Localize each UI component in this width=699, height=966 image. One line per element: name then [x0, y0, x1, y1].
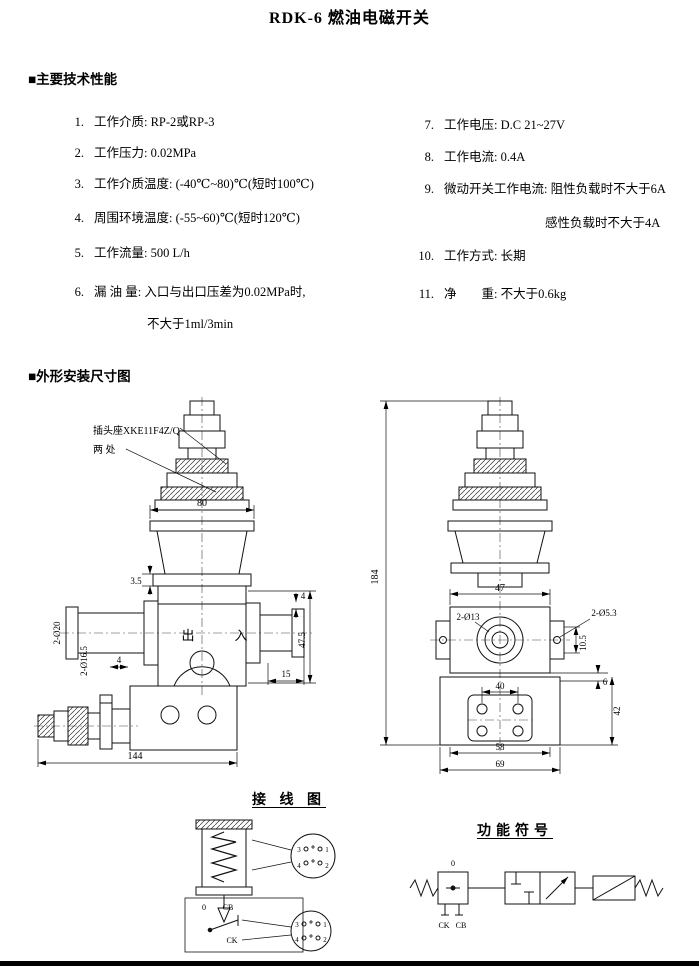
dim-6: 6 [603, 677, 608, 687]
spec-item-1: 1. 工作介质: RP-2或RP-3 [58, 111, 215, 130]
wiring-heading: 接 线 图 [252, 793, 326, 808]
function-symbol: 0 CK CB [409, 859, 664, 930]
dim-184: 184 [370, 570, 381, 585]
spec-item-2: 2. 工作压力: 0.02MPa [58, 142, 196, 161]
plug-callout-places: 两 处 [93, 444, 116, 456]
valve-front-outline [37, 400, 305, 751]
spec-item-6-line2: 不大于1ml/3min [147, 317, 234, 331]
spec-item-11: 11. 净 重: 不大于0.6kg [408, 283, 566, 302]
specs-heading: ■主要技术性能 [28, 72, 118, 87]
pin-label: 4 [295, 936, 299, 944]
dim-42: 42 [612, 707, 622, 716]
page-bottom-edge [0, 961, 699, 966]
pin-label: 1 [323, 921, 327, 929]
dim-4-top: 4 [301, 591, 306, 601]
symbol-label-0: 0 [451, 859, 455, 868]
valve-side-outline [435, 400, 565, 746]
dim-47: 47 [495, 583, 505, 594]
spec-num: 6. [74, 285, 84, 299]
dim-69: 69 [496, 759, 506, 769]
spec-num: 5. [74, 246, 84, 260]
wiring-label-0: 0 [202, 903, 206, 912]
spec-num: 7. [424, 118, 434, 132]
micro-switch [184, 897, 304, 953]
spec-text: 漏 油 量: 入口与出口压差为0.02MPa时, [94, 285, 306, 299]
spec-item-4: 4. 周围环境温度: (-55~60)℃(短时120℃) [58, 207, 300, 226]
spec-text: 工作电压: D.C 21~27V [444, 118, 566, 132]
wiring-diagram: 0 CB CK 3 1 4 2 3 1 4 2 [184, 819, 336, 953]
dim-40: 40 [496, 681, 506, 691]
plug-callout-label: 插头座XKE11F4Z/Q [93, 424, 181, 437]
spec-item-9: 9. 微动开关工作电流: 阻性负载时不大于6A [408, 178, 666, 197]
valve-symbol [409, 871, 664, 916]
outline-heading: ■外形安装尺寸图 [28, 369, 131, 384]
spec-text: 工作方式: 长期 [444, 249, 526, 263]
spec-item-10: 10. 工作方式: 长期 [408, 245, 526, 264]
pin-label: 3 [295, 921, 299, 929]
pin-label: 2 [323, 936, 327, 944]
pin-label: 4 [297, 862, 301, 870]
dim-2d16-5: 2-Ø16.5 [79, 646, 89, 676]
symbol-heading: 功能符号 [477, 824, 553, 839]
connector-face-bottom [290, 910, 332, 952]
spec-text: 净 重: 不大于0.6kg [444, 287, 567, 301]
dim-15: 15 [282, 669, 292, 679]
spec-item-5: 5. 工作流量: 500 L/h [58, 242, 190, 261]
spec-text: 工作电流: 0.4A [444, 150, 526, 164]
wiring-label-cb: CB [223, 903, 234, 912]
symbol-label-cb: CB [456, 921, 467, 930]
pin-label: 1 [325, 846, 329, 854]
spec-num: 11. [418, 287, 434, 301]
dim-2d5-3: 2-Ø5.3 [591, 608, 617, 618]
plug-callout-leaders [125, 427, 227, 493]
dim-58: 58 [496, 742, 506, 752]
front-view-drawing: 插头座XKE11F4Z/Q 两 处 80 3.5 4 出 入 2-Ø20 2-Ø… [34, 397, 316, 767]
dim-2d13: 2-Ø13 [457, 612, 480, 622]
port-label-out: 出 [181, 628, 194, 643]
coil-assembly [195, 819, 253, 924]
spec-item-7: 7. 工作电压: D.C 21~27V [408, 114, 565, 133]
spec-item-3: 3. 工作介质温度: (-40℃~80)℃(短时100℃) [58, 173, 314, 192]
spec-num: 10. [418, 249, 434, 263]
spec-text: 微动开关工作电流: 阻性负载时不大于6A [444, 182, 666, 196]
spec-text: 工作介质温度: (-40℃~80)℃(短时100℃) [94, 177, 314, 191]
connector-leaders [241, 839, 292, 941]
dim-2d20: 2-Ø20 [52, 621, 62, 644]
spec-num: 3. [74, 177, 84, 191]
spec-text: 周围环境温度: (-55~60)℃(短时120℃) [94, 211, 300, 225]
dim-4-bottom: 4 [117, 655, 122, 665]
spec-num: 8. [424, 150, 434, 164]
dim-47-5: 47.5 [297, 632, 307, 648]
connector-face-top [290, 833, 336, 879]
front-dimension-lines [37, 505, 316, 767]
spec-item-8: 8. 工作电流: 0.4A [408, 146, 526, 165]
dim-10-5: 10.5 [578, 635, 588, 651]
port-label-in: 入 [234, 628, 247, 643]
side-dimension-lines [380, 400, 618, 774]
pin-label: 3 [297, 846, 301, 854]
pin-label: 2 [325, 862, 329, 870]
spec-text: 工作介质: RP-2或RP-3 [94, 115, 215, 129]
wiring-label-ck: CK [226, 936, 237, 945]
dim-80: 80 [197, 498, 207, 509]
spec-text: 工作压力: 0.02MPa [94, 146, 197, 160]
spec-num: 2. [74, 146, 84, 160]
side-view-drawing: 184 47 2-Ø13 2-Ø5.3 10.5 6 40 42 58 69 [370, 397, 622, 774]
page-title: RDK-6 燃油电磁开关 [269, 10, 430, 27]
spec-item-6: 6. 漏 油 量: 入口与出口压差为0.02MPa时, [58, 281, 306, 300]
symbol-label-ck: CK [438, 921, 449, 930]
spec-text: 工作流量: 500 L/h [94, 246, 190, 260]
spec-num: 9. [424, 182, 434, 196]
centerlines [430, 397, 570, 751]
dim-144: 144 [128, 751, 143, 762]
spec-num: 1. [74, 115, 84, 129]
centerlines [34, 397, 314, 727]
spec-num: 4. [74, 211, 84, 225]
dim-3-5: 3.5 [130, 576, 142, 586]
spec-item-9-line2: 感性负载时不大于4A [545, 216, 661, 230]
